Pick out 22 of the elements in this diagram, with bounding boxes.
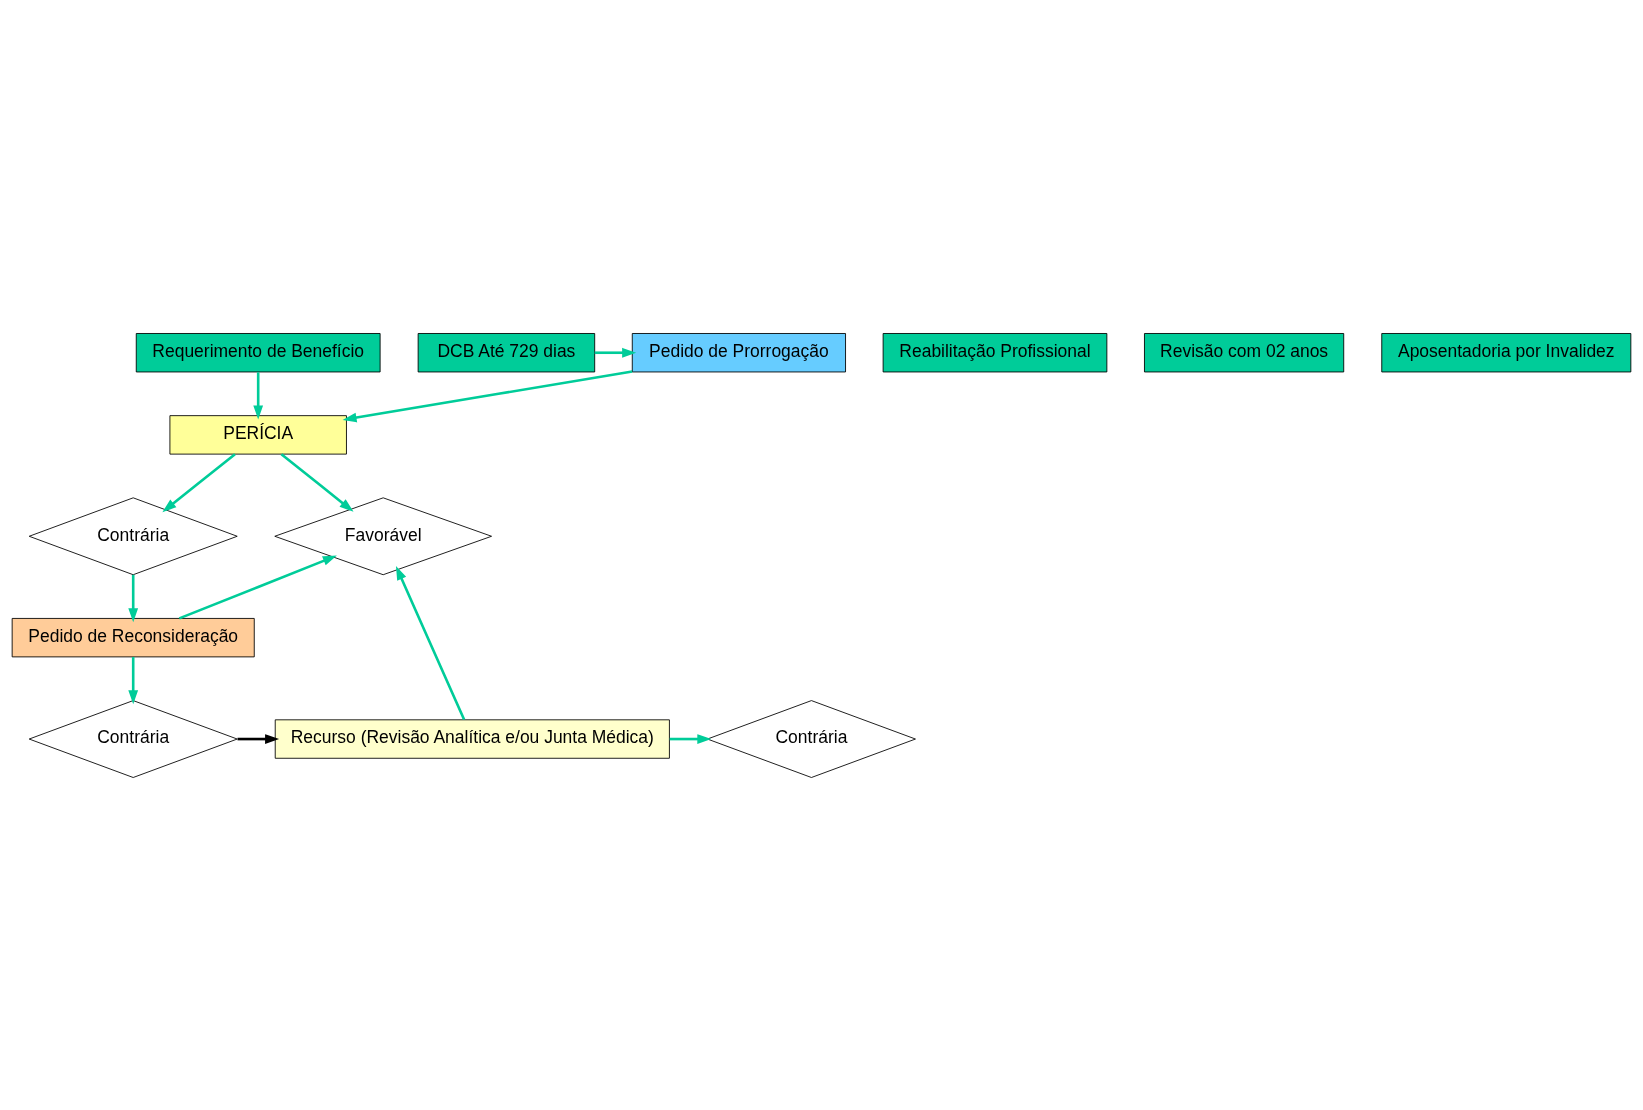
node-box: Reabilitação Profissional <box>882 332 1108 372</box>
node-box: Revisão com 02 anos <box>1144 332 1345 372</box>
arrow <box>237 733 280 744</box>
node-diamond: Contrária <box>707 699 916 778</box>
arrow <box>594 347 637 358</box>
node-box: Requerimento de Benefício <box>135 332 381 372</box>
arrow <box>128 574 139 622</box>
arrow <box>669 733 712 744</box>
arrow <box>395 565 466 720</box>
node-box: Pedido de Reconsideração <box>11 617 255 657</box>
arrow <box>162 452 236 512</box>
node-box: Aposentadoria por Invalidez <box>1381 332 1632 372</box>
node-diamond: Contrária <box>28 699 238 778</box>
arrow <box>178 555 337 620</box>
node-box: PERÍCIA <box>169 414 347 455</box>
node-box: Pedido de Prorrogação <box>631 332 846 372</box>
node-box: Recurso (Revisão Analítica e/ou Junta Médica) <box>274 718 670 759</box>
arrow <box>253 371 264 419</box>
arrow <box>280 452 354 512</box>
arrow <box>342 369 633 422</box>
node-box: DCB Até 729 dias <box>417 332 596 372</box>
arrow <box>128 656 139 704</box>
